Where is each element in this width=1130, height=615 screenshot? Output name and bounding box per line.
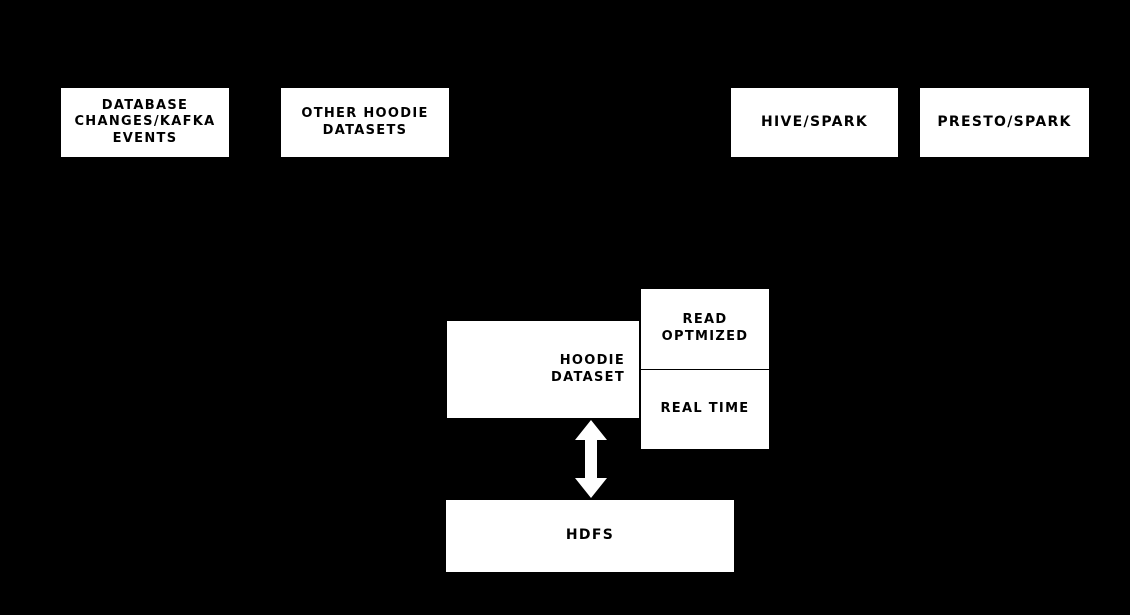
double-headed-arrow-shape [575,420,607,498]
node-hive-spark[interactable]: HIVE/SPARK [731,88,898,157]
double-headed-arrow-icon [571,418,611,500]
node-label: REAL TIME [660,401,750,417]
node-label: PRESTO/SPARK [937,113,1072,130]
node-presto-spark[interactable]: PRESTO/SPARK [920,88,1089,157]
node-label: READ OPTMIZED [661,312,749,344]
node-other-hoodie-datasets[interactable]: OTHER HOODIE DATASETS [281,88,449,157]
node-hdfs[interactable]: HDFS [446,500,734,572]
node-real-time-view[interactable]: REAL TIME [641,370,769,449]
node-label: OTHER HOODIE DATASETS [301,105,429,138]
node-read-optimized-view[interactable]: READ OPTMIZED [641,289,769,369]
node-label: HOODIE DATASET [551,352,625,385]
node-label: HIVE/SPARK [761,113,868,130]
node-label: DATABASE CHANGES/KAFKA EVENTS [74,97,216,146]
node-label: HDFS [565,527,615,544]
node-hoodie-dataset[interactable]: HOODIE DATASET [447,321,639,418]
node-database-changes-kafka-events[interactable]: DATABASE CHANGES/KAFKA EVENTS [61,88,229,157]
